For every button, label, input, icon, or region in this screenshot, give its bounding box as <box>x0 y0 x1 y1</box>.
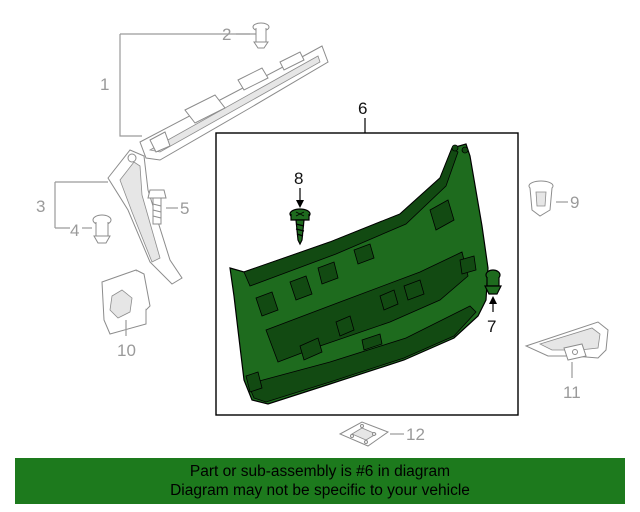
banner-line-1: Part or sub-assembly is #6 in diagram <box>189 463 451 480</box>
parts-diagram: 1 2 3 4 5 6 <box>36 22 609 447</box>
callout-3: 3 <box>36 197 45 216</box>
part-1-upper-trim[interactable] <box>139 45 329 161</box>
callout-11: 11 <box>563 383 581 402</box>
arrow-7 <box>489 296 497 304</box>
leader-3 <box>54 181 108 229</box>
part-5-bolt[interactable] <box>147 189 167 225</box>
part-7-clip[interactable] <box>484 269 502 295</box>
callout-10: 10 <box>117 341 136 360</box>
callout-8: 8 <box>294 169 303 188</box>
callout-4: 4 <box>70 221 79 240</box>
banner-line-2: Diagram may not be specific to your vehi… <box>170 482 470 499</box>
notice-banner: Part or sub-assembly is #6 in diagram Di… <box>15 458 625 504</box>
callout-6: 6 <box>358 99 367 118</box>
part-12-plate[interactable] <box>338 421 390 447</box>
part-3-pillar-trim[interactable] <box>107 149 183 285</box>
callout-2: 2 <box>222 25 231 44</box>
callout-12: 12 <box>406 425 425 444</box>
part-11-lower-trim[interactable] <box>524 321 609 361</box>
leader-1 <box>119 34 142 137</box>
part-2-clip[interactable] <box>252 22 270 49</box>
part-6-tailgate-trim[interactable] <box>229 143 489 405</box>
callout-1: 1 <box>100 75 109 94</box>
callout-7: 7 <box>487 317 496 336</box>
part-10-bracket[interactable] <box>101 269 151 335</box>
part-4-clip[interactable] <box>92 214 112 244</box>
part-8-screw[interactable] <box>289 208 311 246</box>
arrow-8 <box>296 200 304 208</box>
part-9-grommet[interactable] <box>528 180 554 217</box>
part-6-box <box>215 132 519 416</box>
callout-9: 9 <box>570 193 579 212</box>
callout-5: 5 <box>180 199 189 218</box>
